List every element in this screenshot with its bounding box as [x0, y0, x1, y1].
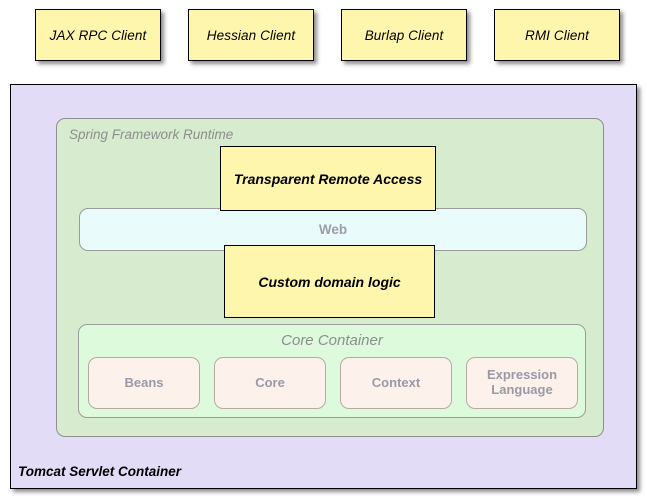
client-box-label: JAX RPC Client — [49, 27, 147, 43]
module-label: Expression Language — [486, 367, 558, 397]
core-container: Core Container Beans Core Context Expres… — [78, 324, 586, 418]
module-label: Beans — [124, 374, 164, 390]
module-label: Context — [371, 374, 421, 390]
callout-custom-domain-logic[interactable]: Custom domain logic — [224, 245, 435, 318]
module-core[interactable]: Core — [214, 357, 326, 409]
callout-label: Custom domain logic — [258, 273, 401, 290]
module-expression-language[interactable]: Expression Language — [466, 357, 578, 409]
client-boxes-row: JAX RPC Client Hessian Client Burlap Cli… — [0, 0, 647, 80]
tomcat-servlet-container-label: Tomcat Servlet Container — [18, 464, 182, 479]
module-beans[interactable]: Beans — [88, 357, 200, 409]
client-box-hessian[interactable]: Hessian Client — [188, 9, 314, 61]
callout-transparent-remote-access[interactable]: Transparent Remote Access — [220, 146, 436, 211]
spring-framework-runtime-label: Spring Framework Runtime — [69, 127, 234, 142]
callout-label: Transparent Remote Access — [233, 170, 423, 187]
client-box-label: Burlap Client — [364, 27, 444, 43]
module-context[interactable]: Context — [340, 357, 452, 409]
web-layer-label: Web — [318, 222, 348, 237]
client-box-rmi[interactable]: RMI Client — [494, 9, 620, 61]
core-container-label: Core Container — [281, 332, 383, 349]
client-box-burlap[interactable]: Burlap Client — [341, 9, 467, 61]
client-box-jax-rpc[interactable]: JAX RPC Client — [35, 9, 161, 61]
client-box-label: Hessian Client — [206, 27, 296, 43]
client-box-label: RMI Client — [524, 27, 589, 43]
module-label: Core — [255, 374, 285, 390]
core-modules-row: Beans Core Context Expression Language — [88, 357, 578, 409]
